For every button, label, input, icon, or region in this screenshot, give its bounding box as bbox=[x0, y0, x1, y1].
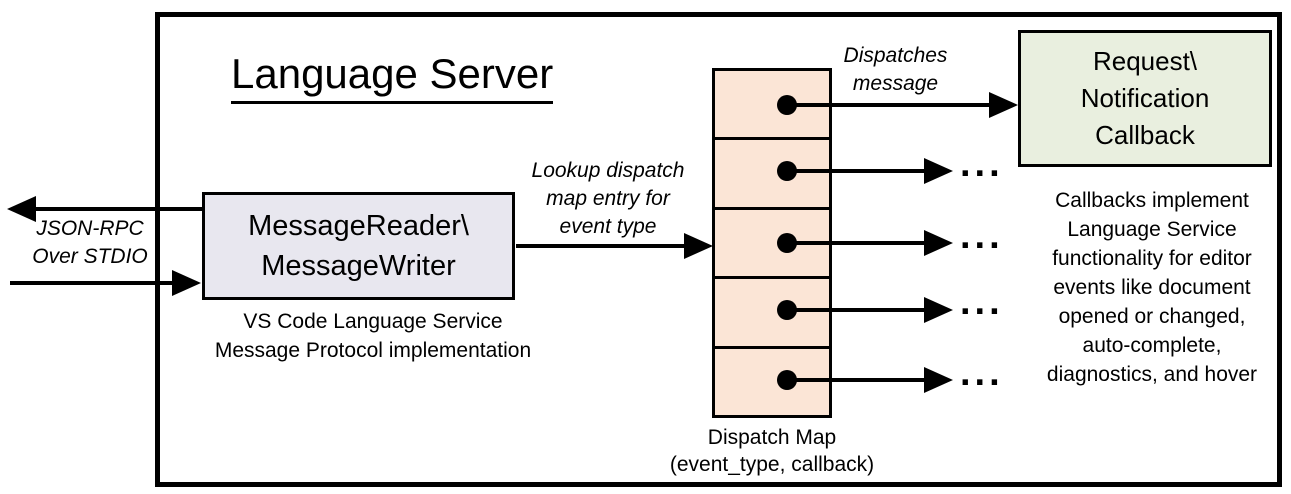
diagram-title: Language Server bbox=[231, 50, 554, 104]
dispatch-map-cell bbox=[715, 210, 829, 280]
message-box-caption: VS Code Language Service Message Protoco… bbox=[214, 310, 532, 362]
dispatch-map-cell bbox=[715, 349, 829, 415]
dispatch-map-cell bbox=[715, 279, 829, 349]
callbacks-note: Callbacks implement Language Service fun… bbox=[1046, 189, 1258, 386]
request-notification-callback-label: Request\ Notification Callback bbox=[1080, 46, 1210, 150]
dispatches-message-label: Dispatches message bbox=[843, 44, 948, 95]
dispatch-map-cell bbox=[715, 140, 829, 210]
dispatch-map-caption: Dispatch Map (event_type, callback) bbox=[669, 426, 875, 476]
ellipsis-row-4: ... bbox=[960, 281, 1004, 323]
lookup-arrow-label: Lookup dispatch map entry for event type bbox=[531, 159, 685, 238]
dispatch-map-cell bbox=[715, 71, 829, 141]
message-reader-writer-box: MessageReader\ MessageWriter bbox=[202, 192, 515, 300]
ellipsis-row-5: ... bbox=[960, 352, 1004, 394]
ellipsis-row-3: ... bbox=[960, 215, 1004, 257]
dispatch-map bbox=[712, 68, 832, 418]
request-notification-callback-box: Request\ Notification Callback bbox=[1018, 30, 1272, 167]
stdio-channel-label: JSON-RPC Over STDIO bbox=[32, 217, 148, 268]
message-reader-writer-label: MessageReader\ MessageWriter bbox=[248, 210, 469, 282]
ellipsis-row-2: ... bbox=[960, 143, 1004, 185]
